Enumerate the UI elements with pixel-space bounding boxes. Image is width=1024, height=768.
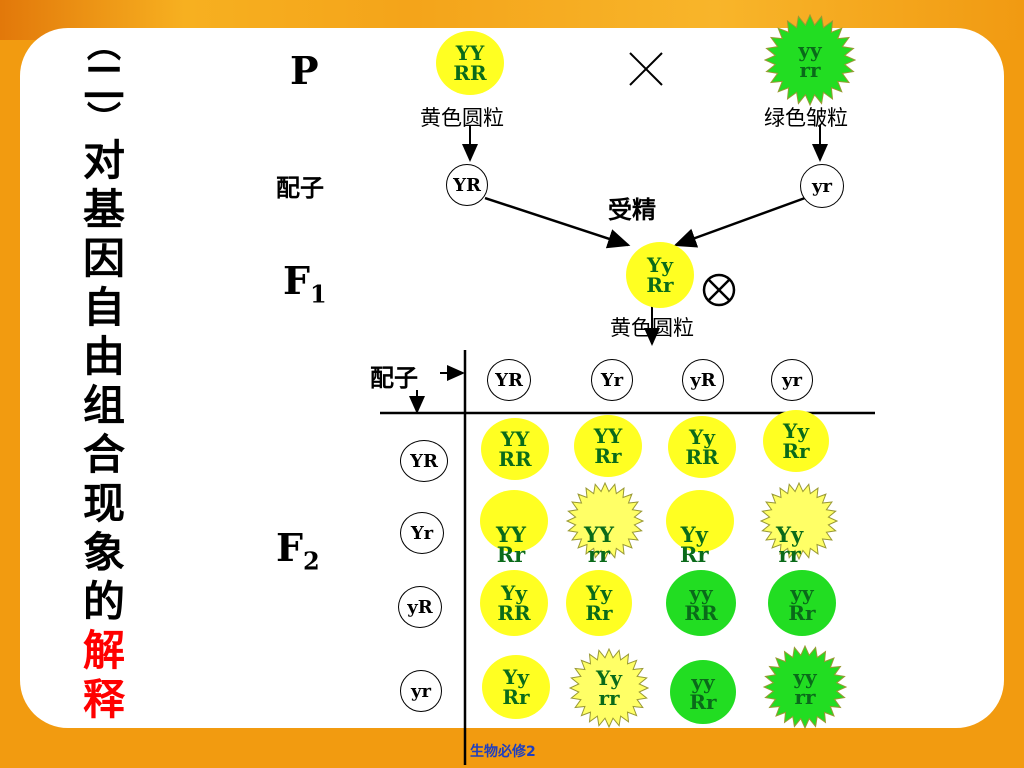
wrinkled-seed-shape [762, 645, 848, 729]
self-cross-symbol [702, 273, 736, 307]
col-gamete: yr [771, 359, 813, 401]
title-char: 由 [82, 332, 125, 381]
title-char: 对 [82, 136, 125, 185]
row-gamete: Yr [400, 512, 444, 554]
col-gamete: Yr [591, 359, 633, 401]
row-gamete: YR [400, 440, 448, 482]
col-gamete: yR [682, 359, 724, 401]
title-number: 二 [82, 58, 125, 107]
gamete-yr-upper: YR [446, 164, 488, 206]
title-char: 象 [82, 528, 125, 577]
wrinkled-seed-shape [759, 482, 839, 560]
row-gamete: yR [398, 586, 442, 628]
title-char: 合 [82, 430, 125, 479]
wrinkled-seed-shape [568, 648, 650, 728]
wrinkled-seed-shape [565, 482, 645, 560]
punnett-cell-shape [564, 482, 646, 560]
label-f2: F2 [276, 525, 320, 576]
arrow-gamete2-f1 [673, 196, 806, 248]
title-char: 现 [82, 479, 125, 528]
col-gamete: YR [487, 359, 531, 401]
title-char: 因 [82, 234, 125, 283]
footer-band [0, 730, 1024, 768]
title-bracket-open: ︵ [87, 26, 121, 66]
footer-text: 生物必修2 [470, 744, 536, 760]
label-p: P [290, 48, 319, 93]
phenotype-f1: 黄色圆粒 [610, 316, 694, 340]
phenotype-yellow-round: 黄色圆粒 [420, 106, 504, 130]
title-char: 基 [82, 185, 125, 234]
punnett-cell-shape [759, 482, 839, 560]
title-bracket-close: ︶ [87, 100, 121, 140]
title-char-red: 释 [82, 675, 125, 724]
label-f1: F1 [283, 258, 327, 309]
title-char: 的 [82, 577, 125, 626]
gamete-yr-lower: yr [800, 164, 844, 208]
label-gamete-1: 配子 [276, 174, 324, 202]
punnett-cell-shape [480, 490, 548, 552]
label-gamete-2: 配子 [370, 364, 418, 392]
slide-title: ︵ 二 ︶ 对 基 因 自 由 组 合 现 象 的 解 释 [74, 26, 134, 724]
row-gamete: yr [400, 670, 442, 712]
arrow-gamete1-f1 [484, 196, 631, 249]
title-char-red: 解 [82, 626, 125, 675]
wrinkled-seed-shape [764, 14, 856, 106]
label-fertilization: 受精 [608, 196, 656, 224]
phenotype-green-wrinkled: 绿色皱粒 [764, 106, 848, 130]
punnett-cell-shape [666, 490, 734, 552]
title-char: 组 [82, 381, 125, 430]
title-char: 自 [82, 283, 125, 332]
